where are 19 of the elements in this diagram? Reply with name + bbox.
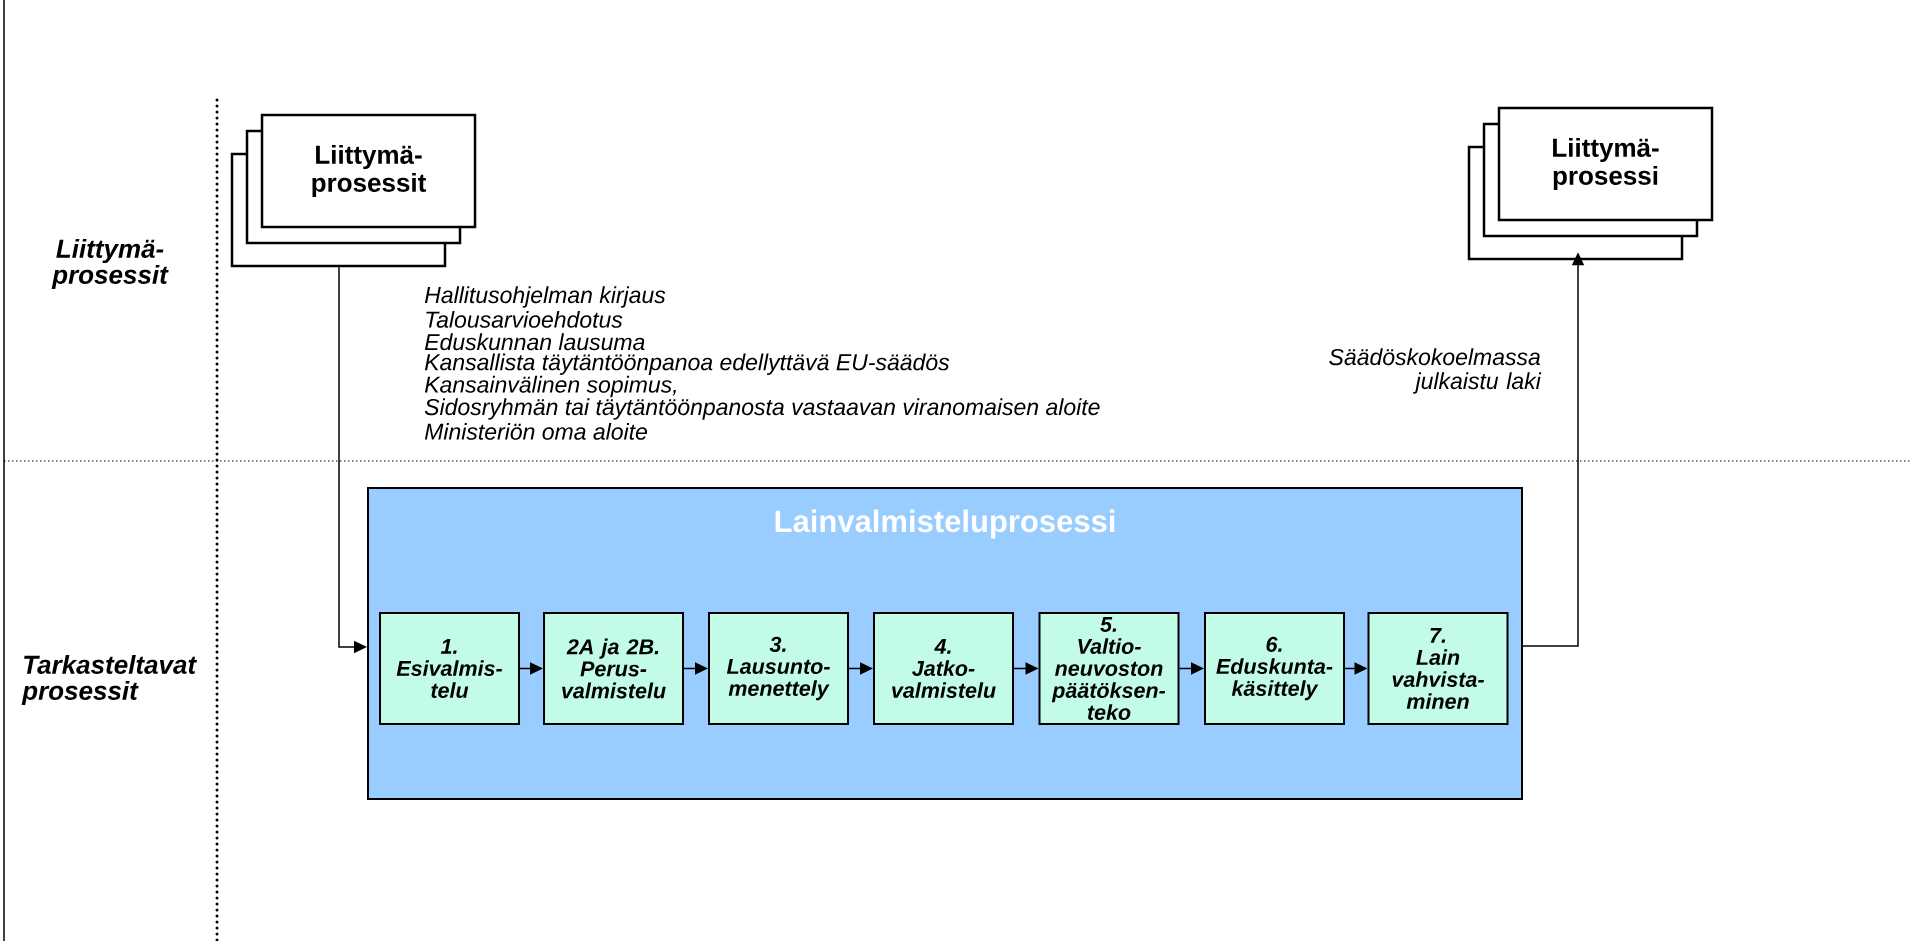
process-box: 4. Jatko- valmistelu (873, 612, 1014, 725)
trigger-item: Kansainvälinen sopimus, (424, 375, 676, 398)
row-header: Tarkasteltavat prosessit (21, 654, 197, 706)
trigger-item: Ministeriön oma aloite (424, 422, 647, 440)
trigger-item: Talousarvioehdotus (426, 310, 623, 328)
process-box: 1. Esivalmis- telu (379, 612, 520, 725)
document-stack: Liittymä- prosessit (230, 113, 477, 268)
process-box: 2A ja 2B. Perus- valmistelu (543, 612, 684, 725)
process-box: 7. Lain vahvista- minen (1367, 612, 1509, 725)
trigger-item: Eduskunnan lausuma (424, 333, 645, 351)
trigger-item: Sidosryhmän tai täytäntöönpanosta vastaavan viranomaisen aloite (424, 398, 1100, 420)
trigger-item: Hallitusohjelman kirjaus (424, 286, 666, 308)
output-note: Säädöskokoelmassa julkaistu laki (1329, 348, 1542, 394)
trigger-item: Kansallista täytäntöönpanoa edellyttävä EU-säädös (424, 353, 950, 375)
document-stack: Liittymä- prosessi (1467, 106, 1714, 261)
process-box: 6. Eduskunta- käsittely (1204, 612, 1345, 725)
process-box: 3. Lausunto- menettely (708, 612, 849, 725)
process-box: 5. Valtio- neuvoston päätöksen- teko (1038, 612, 1180, 725)
row-header: Liittymä- prosessit (51, 238, 169, 290)
